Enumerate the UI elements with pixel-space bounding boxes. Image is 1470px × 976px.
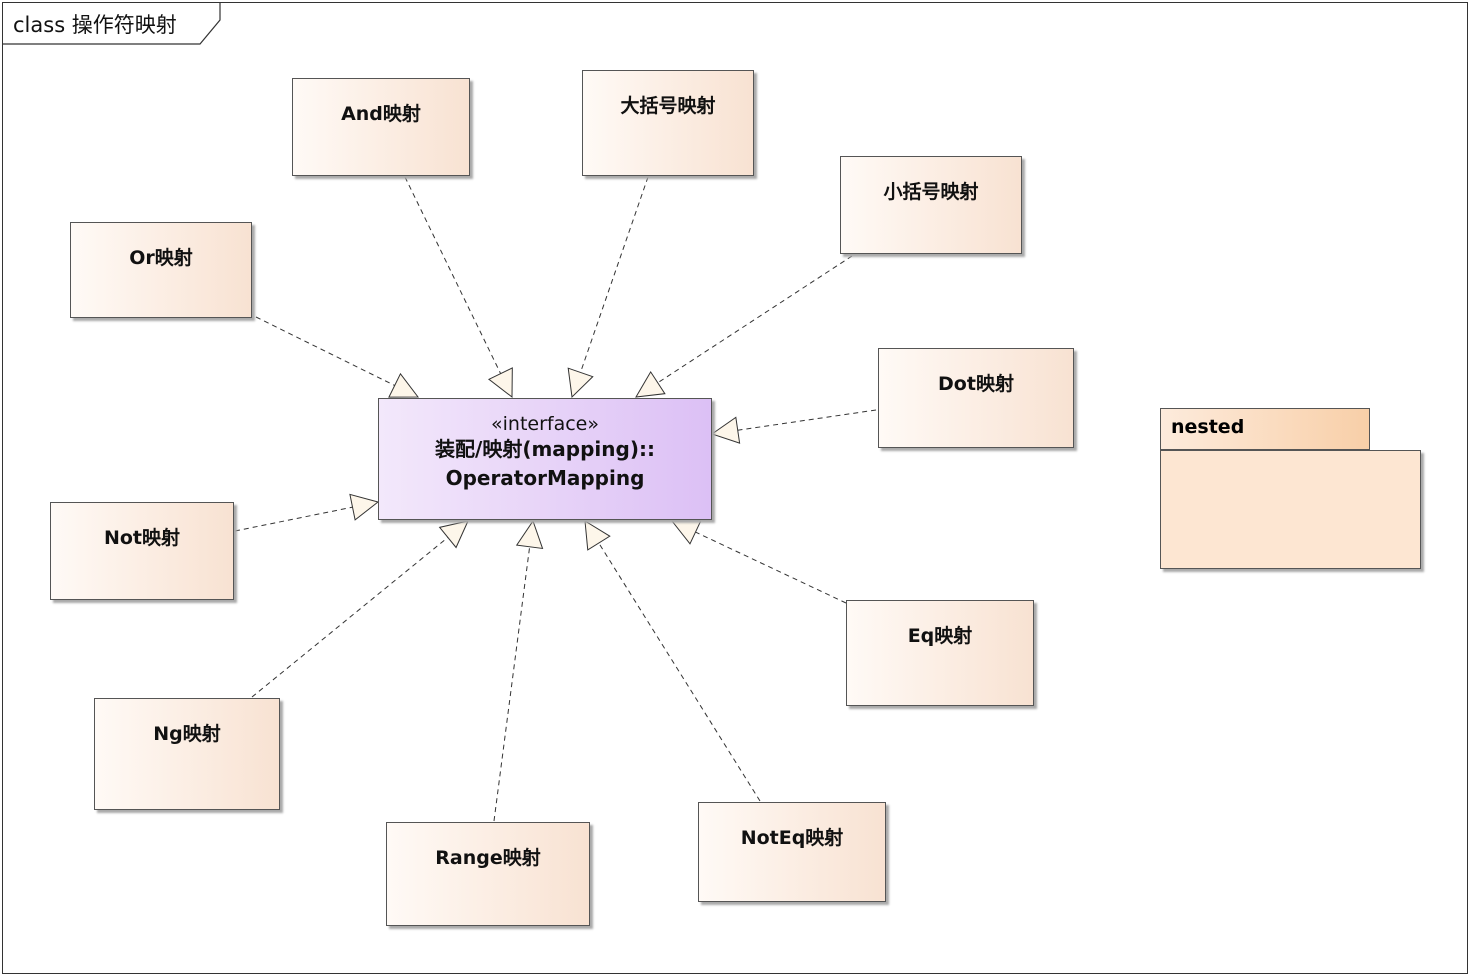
class-not-mapping[interactable]: Not映射	[50, 502, 234, 600]
realization-line-dot[interactable]	[737, 409, 877, 431]
realization-arrowhead-range	[515, 519, 544, 550]
realization-arrowhead-ng	[438, 520, 469, 549]
realization-arrowhead-eq	[670, 519, 702, 545]
class-eq-mapping[interactable]: Eq映射	[846, 600, 1034, 706]
diagram-title: class 操作符映射	[13, 13, 177, 37]
realization-line-not[interactable]	[234, 506, 353, 532]
class-noteq-mapping[interactable]: NotEq映射	[698, 802, 886, 902]
class-ng-mapping[interactable]: Ng映射	[94, 698, 280, 810]
interface-name-line2: OperatorMapping	[445, 466, 645, 490]
realization-arrowhead-not	[349, 493, 380, 521]
interface-name-line1: 装配/映射(mapping)::	[435, 437, 655, 461]
class-and-mapping[interactable]: And映射	[292, 78, 470, 176]
realization-line-or[interactable]	[255, 316, 395, 386]
interface-stereotype: «interface»	[491, 413, 599, 435]
realization-arrowhead-dot	[710, 416, 741, 444]
realization-arrowhead-noteq	[584, 520, 611, 551]
realization-line-and[interactable]	[404, 176, 502, 374]
realization-line-paren[interactable]	[657, 255, 853, 384]
class-range-mapping[interactable]: Range映射	[386, 822, 590, 926]
interface-operator-mapping[interactable]: «interface» 装配/映射(mapping):: OperatorMap…	[378, 398, 712, 520]
realization-arrowhead-brace	[567, 367, 594, 399]
realization-line-ng[interactable]	[251, 537, 449, 698]
title-tab-shape	[3, 3, 221, 45]
package-nested-tab[interactable]: nested	[1160, 408, 1370, 450]
realization-arrowhead-or	[388, 372, 420, 398]
class-paren-mapping[interactable]: 小括号映射	[840, 156, 1022, 254]
package-nested-body[interactable]	[1160, 450, 1421, 569]
realization-line-range[interactable]	[493, 546, 531, 822]
realization-arrowhead-and	[487, 367, 513, 399]
class-brace-mapping[interactable]: 大括号映射	[582, 70, 754, 176]
class-or-mapping[interactable]: Or映射	[70, 222, 252, 318]
class-dot-mapping[interactable]: Dot映射	[878, 348, 1074, 448]
realization-line-eq[interactable]	[695, 531, 847, 604]
realization-line-brace[interactable]	[580, 176, 649, 373]
realization-line-noteq[interactable]	[598, 542, 761, 802]
realization-arrowhead-paren	[635, 370, 666, 398]
